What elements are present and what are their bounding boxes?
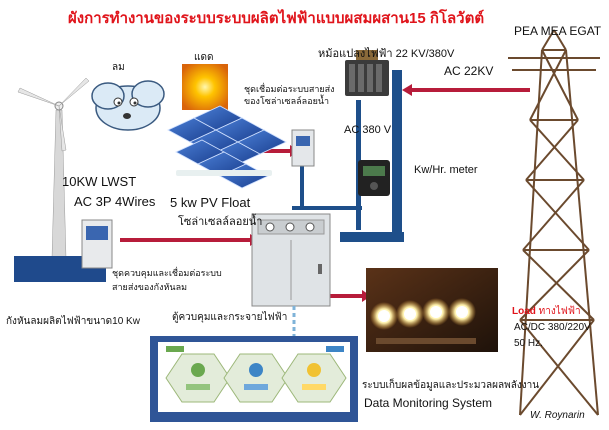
load-voltage-label: AC/DC 380/220V xyxy=(514,322,591,333)
load-label-red: Load xyxy=(512,306,536,317)
turbine-name-label: กังหันลมผลิตไฟฟ้าขนาด10 Kw xyxy=(6,316,140,327)
wind-icon-label: ลม xyxy=(112,62,125,73)
turbine-ac-label: AC 3P 4Wires xyxy=(74,194,156,209)
load-lamps xyxy=(366,268,498,352)
ac-380v-label: AC 380 V xyxy=(344,124,392,136)
turbine-rating-label: 10KW LWST xyxy=(62,174,137,189)
load-label-rest: ทางไฟฟ้า xyxy=(538,306,581,317)
sun-icon xyxy=(182,64,228,110)
monitoring-panel xyxy=(150,336,358,422)
grid-tower xyxy=(508,29,600,416)
wind-controller-label-line1: ชุดควบคุมและเชื่อมต่อระบบ xyxy=(112,268,222,278)
kwh-meter xyxy=(358,160,390,196)
monitoring-label-th: ระบบเก็บผลข้อมูลและประมวลผลพลังงาน xyxy=(362,380,540,391)
pv-junction-label-line1: ชุดเชื่อมต่อระบบสายส่ง xyxy=(244,84,335,94)
wind-controller-label-line2: สายส่งของกังหันลม xyxy=(112,282,188,292)
load-frequency-label: 50 Hz. xyxy=(514,338,543,349)
pv-name-label: โซล่าเซลล์ลอยน้ำ xyxy=(178,216,263,228)
ac-22kv-label: AC 22KV xyxy=(444,64,494,78)
meter-label: Kw/Hr. meter xyxy=(414,164,478,176)
transformer xyxy=(345,50,389,96)
distribution-cabinet xyxy=(251,213,331,307)
transformer-label: หม้อแปลงไฟฟ้า 22 KV/380V xyxy=(318,48,455,60)
sun-icon-label: แดด xyxy=(194,52,214,63)
page-title: ผังการทำงานของระบบระบบผลิตไฟฟ้าแบบผสมผสา… xyxy=(68,10,485,27)
grid-label: PEA MEA EGAT xyxy=(514,24,602,38)
wind-cloud-icon xyxy=(91,80,165,131)
load-label: Load ทางไฟฟ้า xyxy=(512,304,581,319)
pv-floats xyxy=(176,170,272,176)
distribution-label: ตู้ควบคุมและกระจายไฟฟ้า xyxy=(172,312,288,323)
pv-junction-box xyxy=(291,129,315,167)
author-credit: W. Roynarin xyxy=(530,410,585,421)
monitoring-label-en: Data Monitoring System xyxy=(364,396,493,410)
pv-junction-label-line2: ของโซล่าเซลล์ลอยน้ำ xyxy=(244,96,330,106)
pv-rating-label: 5 kw PV Float xyxy=(170,195,251,210)
wind-controller-cabinet xyxy=(81,219,113,269)
